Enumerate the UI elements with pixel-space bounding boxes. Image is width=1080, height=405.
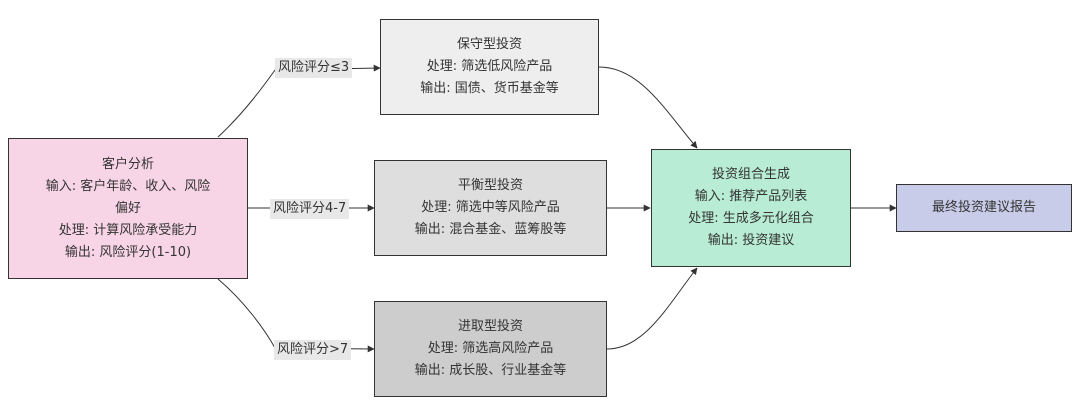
balanced-output: 输出: 混合基金、蓝筹股等 bbox=[414, 222, 567, 237]
aggressive-process: 处理: 筛选高风险产品 bbox=[427, 341, 554, 356]
edge-label-mid-risk: 风险评分4-7 bbox=[270, 199, 350, 219]
conservative-output: 输出: 国债、货币基金等 bbox=[420, 81, 559, 96]
balanced-investment-node[interactable]: 平衡型投资 处理: 筛选中等风险产品 输出: 混合基金、蓝筹股等 bbox=[374, 160, 607, 256]
edge-label-high-risk: 风险评分>7 bbox=[274, 340, 352, 360]
portfolio-title: 投资组合生成 bbox=[711, 167, 790, 182]
edge-customer-to-conservative bbox=[217, 64, 381, 138]
aggressive-output: 输出: 成长股、行业基金等 bbox=[414, 363, 567, 378]
balanced-title: 平衡型投资 bbox=[457, 178, 523, 193]
customer-input: 输入: 客户年龄、收入、风险偏好 bbox=[45, 178, 211, 216]
portfolio-input: 输入: 推荐产品列表 bbox=[694, 189, 808, 204]
customer-analysis-node[interactable]: 客户分析 输入: 客户年龄、收入、风险偏好 处理: 计算风险承受能力 输出: 风… bbox=[8, 138, 248, 279]
portfolio-process: 处理: 生成多元化组合 bbox=[688, 211, 814, 226]
customer-output: 输出: 风险评分(1-10) bbox=[64, 244, 192, 260]
customer-title: 客户分析 bbox=[101, 156, 154, 172]
customer-process: 处理: 计算风险承受能力 bbox=[58, 222, 198, 238]
portfolio-generation-node[interactable]: 投资组合生成 输入: 推荐产品列表 处理: 生成多元化组合 输出: 投资建议 bbox=[651, 149, 851, 267]
portfolio-output: 输出: 投资建议 bbox=[707, 233, 795, 248]
conservative-process: 处理: 筛选低风险产品 bbox=[426, 59, 553, 74]
edge-customer-to-aggressive bbox=[217, 278, 375, 353]
edge-conservative-to-portfolio bbox=[598, 66, 698, 149]
edge-label-low-risk: 风险评分≤3 bbox=[275, 58, 353, 78]
final-report-node[interactable]: 最终投资建议报告 bbox=[896, 184, 1072, 232]
aggressive-title: 进取型投资 bbox=[457, 319, 523, 334]
edge-aggressive-to-portfolio bbox=[606, 267, 698, 350]
conservative-investment-node[interactable]: 保守型投资 处理: 筛选低风险产品 输出: 国债、货币基金等 bbox=[380, 19, 599, 115]
conservative-title: 保守型投资 bbox=[456, 37, 522, 52]
aggressive-investment-node[interactable]: 进取型投资 处理: 筛选高风险产品 输出: 成长股、行业基金等 bbox=[374, 301, 607, 397]
report-title: 最终投资建议报告 bbox=[931, 200, 1036, 215]
balanced-process: 处理: 筛选中等风险产品 bbox=[421, 200, 560, 215]
